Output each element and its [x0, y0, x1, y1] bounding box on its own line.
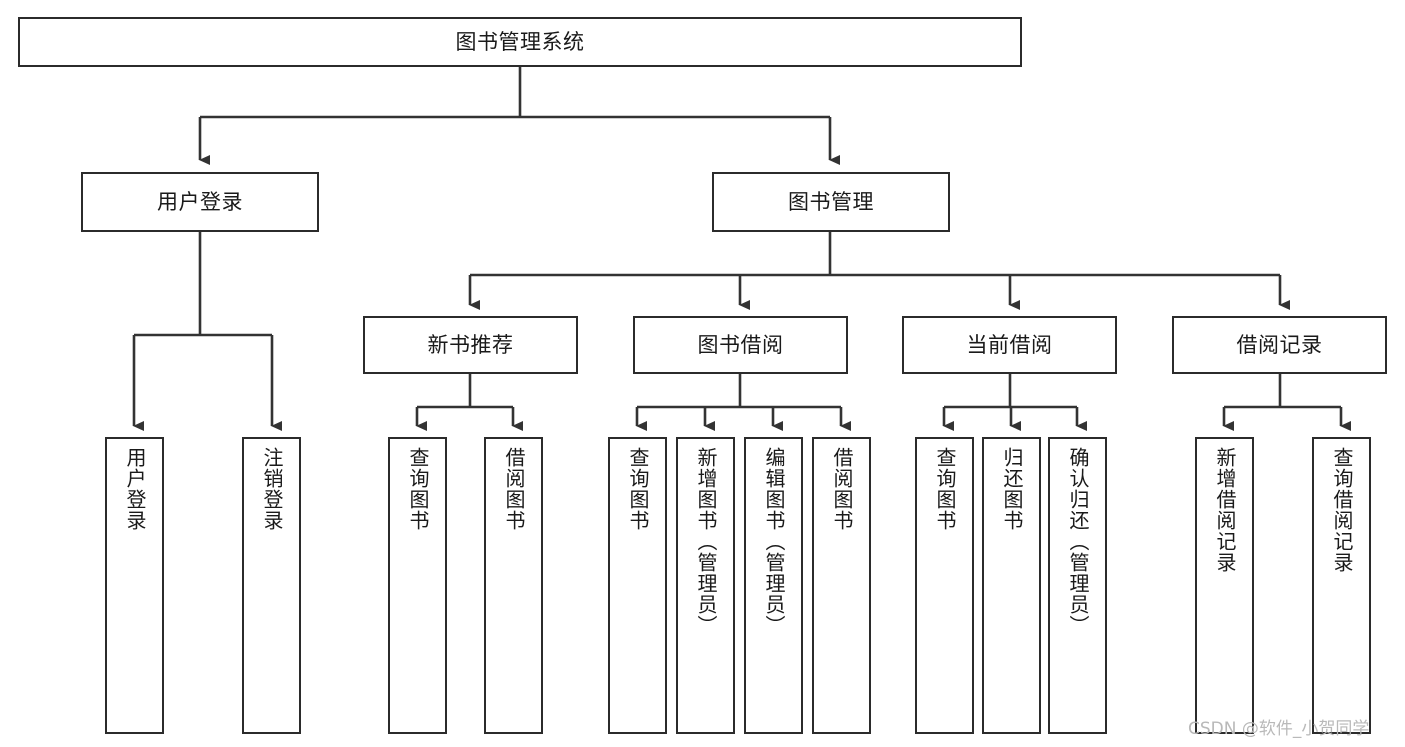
leaf-add-record[interactable]: 新增借阅记录: [1195, 437, 1254, 734]
leaf-query-record-label: 查询借阅记录: [1330, 447, 1354, 573]
leaf-user-login[interactable]: 用户登录: [105, 437, 164, 734]
leaf-edit-book-label: 编辑图书（管理员）: [762, 447, 786, 636]
leaf-add-record-label: 新增借阅记录: [1213, 447, 1237, 573]
leaf-logout[interactable]: 注销登录: [242, 437, 301, 734]
node-borrow-record-label: 借阅记录: [1236, 332, 1323, 357]
node-borrow-record[interactable]: 借阅记录: [1172, 316, 1387, 374]
leaf-query-book-1-label: 查询图书: [406, 447, 430, 531]
node-user-login[interactable]: 用户登录: [81, 172, 319, 232]
leaf-query-book-1[interactable]: 查询图书: [388, 437, 447, 734]
node-current-borrow[interactable]: 当前借阅: [902, 316, 1117, 374]
leaf-query-book-2-label: 查询图书: [626, 447, 650, 531]
leaf-query-record[interactable]: 查询借阅记录: [1312, 437, 1371, 734]
node-book-borrow-label: 图书借阅: [697, 332, 784, 357]
node-root[interactable]: 图书管理系统: [18, 17, 1022, 67]
leaf-add-book[interactable]: 新增图书（管理员）: [676, 437, 735, 734]
leaf-return-book[interactable]: 归还图书: [982, 437, 1041, 734]
leaf-query-book-3-label: 查询图书: [933, 447, 957, 531]
leaf-edit-book[interactable]: 编辑图书（管理员）: [744, 437, 803, 734]
leaf-confirm-return[interactable]: 确认归还（管理员）: [1048, 437, 1107, 734]
leaf-borrow-book-2[interactable]: 借阅图书: [812, 437, 871, 734]
leaf-query-book-3[interactable]: 查询图书: [915, 437, 974, 734]
leaf-return-book-label: 归还图书: [1000, 447, 1024, 531]
node-book-management-label: 图书管理: [788, 189, 874, 214]
leaf-confirm-return-label: 确认归还（管理员）: [1066, 447, 1090, 636]
leaf-borrow-book-1[interactable]: 借阅图书: [484, 437, 543, 734]
leaf-query-book-2[interactable]: 查询图书: [608, 437, 667, 734]
leaf-borrow-book-1-label: 借阅图书: [502, 447, 526, 531]
node-book-borrow[interactable]: 图书借阅: [633, 316, 848, 374]
leaf-user-login-label: 用户登录: [123, 447, 147, 531]
node-new-book-recommend-label: 新书推荐: [427, 332, 514, 357]
node-book-management[interactable]: 图书管理: [712, 172, 950, 232]
csdn-watermark: CSDN @软件_小贺同学: [1188, 719, 1370, 739]
node-current-borrow-label: 当前借阅: [966, 332, 1053, 357]
leaf-add-book-label: 新增图书（管理员）: [694, 447, 718, 636]
leaf-logout-label: 注销登录: [260, 447, 284, 531]
node-new-book-recommend[interactable]: 新书推荐: [363, 316, 578, 374]
node-root-label: 图书管理系统: [455, 29, 585, 54]
leaf-borrow-book-2-label: 借阅图书: [830, 447, 854, 531]
node-user-login-label: 用户登录: [157, 189, 243, 214]
